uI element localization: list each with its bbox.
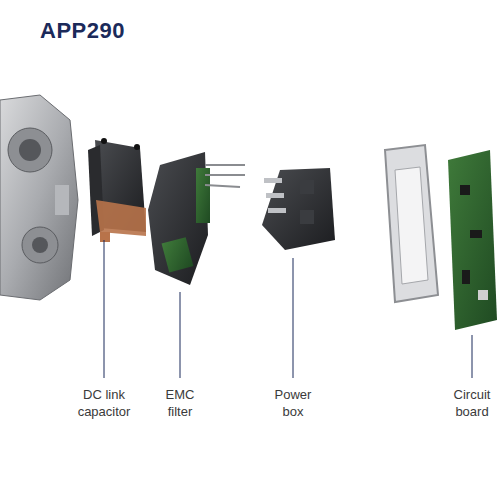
dc-link-capacitor	[88, 138, 146, 242]
leader-line	[293, 258, 294, 378]
title: APP290	[40, 18, 125, 44]
emc-filter	[148, 152, 245, 285]
part-label: DC link capacitor	[68, 386, 140, 420]
frame	[385, 145, 438, 302]
power-box	[262, 168, 335, 250]
housing	[0, 95, 78, 300]
part-label: Circuit board	[447, 386, 497, 420]
leader-line	[104, 240, 105, 378]
leader-line	[180, 292, 181, 378]
part-label: EMC filter	[155, 386, 205, 420]
leader-line	[472, 335, 473, 378]
circuit-board	[448, 150, 497, 330]
part-label: Power box	[268, 386, 318, 420]
leader-lines	[104, 240, 472, 378]
